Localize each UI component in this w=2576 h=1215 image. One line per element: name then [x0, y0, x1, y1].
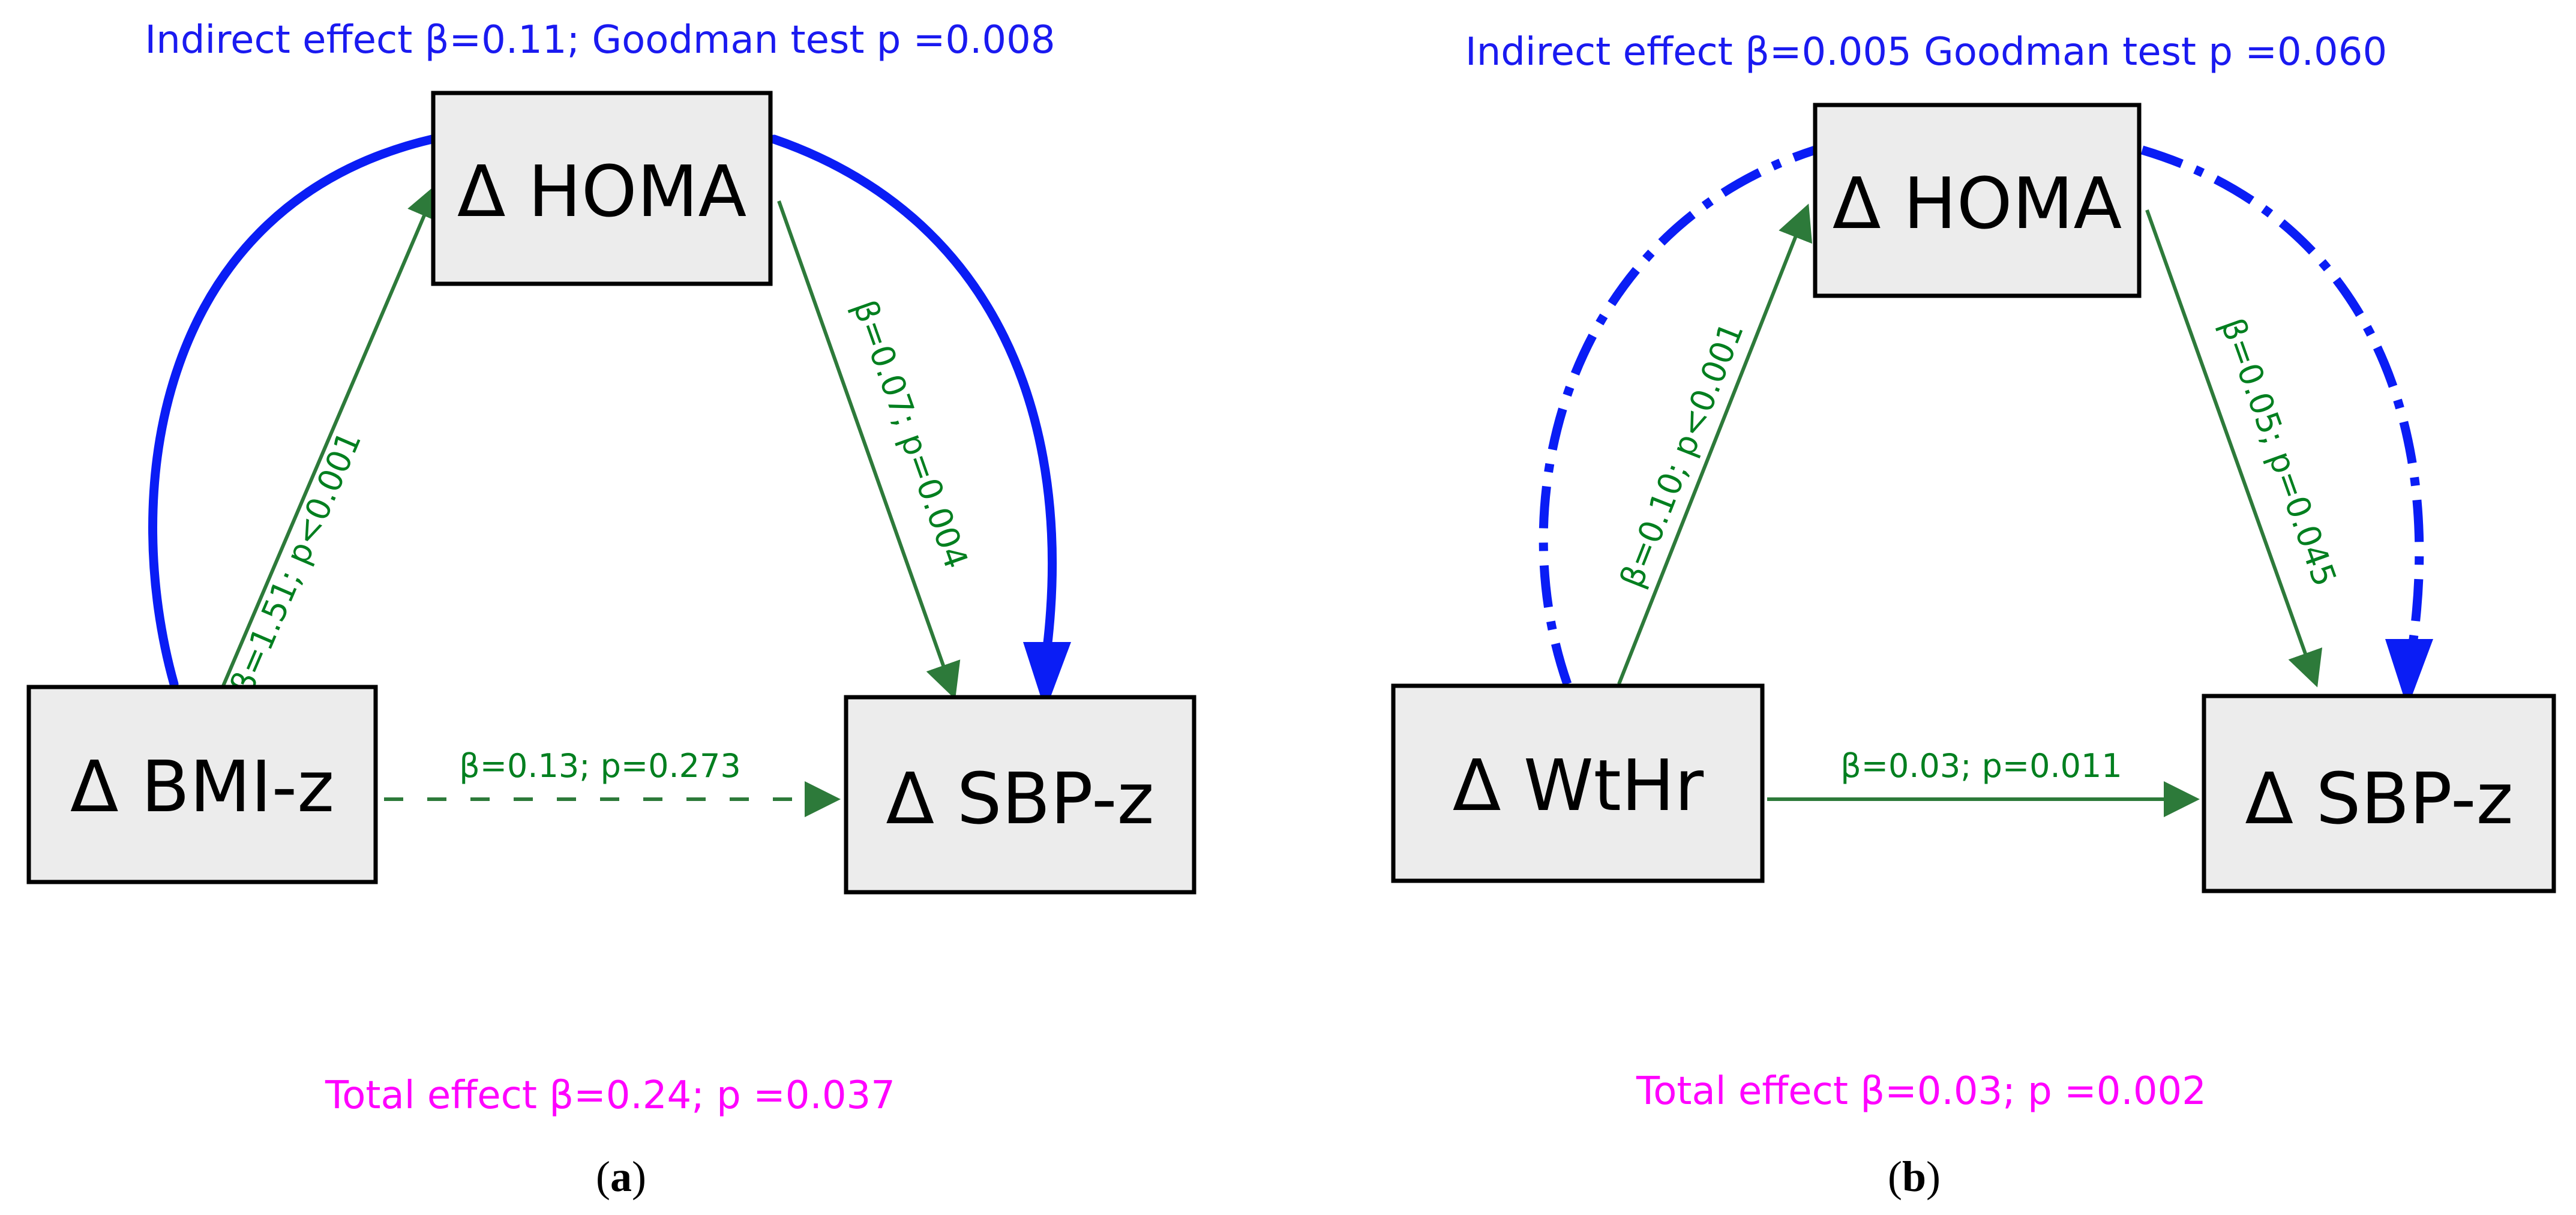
panel-a-mediation-arrowhead [1023, 642, 1071, 711]
panel-a-node-mediator: Δ HOMA [431, 91, 773, 286]
panel-b-path-b-arrow [2145, 209, 2323, 688]
panel-b-mediation-arc-left [1539, 145, 1817, 686]
panel-a-node-outcome: Δ SBP-z [844, 695, 1196, 895]
panel-b-node-outcome-label: Δ SBP-z [2245, 757, 2513, 840]
panel-a-indirect-effect-label: Indirect effect β=0.11; Goodman test p =… [145, 18, 1055, 62]
panel-b-direct-path-label: β=0.03; p=0.011 [1840, 747, 2122, 785]
panel-a-direct-path-label: β=0.13; p=0.273 [459, 747, 740, 785]
panel-b-total-effect-label: Total effect β=0.03; p =0.002 [1636, 1069, 2206, 1114]
panel-a-node-outcome-label: Δ SBP-z [886, 757, 1154, 840]
panel-a-letter: (a) [596, 1153, 646, 1201]
panel-b-mediation-arc-right [2140, 145, 2424, 649]
panel-a-path-b-label: β=0.07; p=0.004 [845, 295, 975, 574]
panel-b-node-outcome: Δ SBP-z [2202, 694, 2556, 893]
panel-b-path-a-label: β=0.10; p<0.001 [1612, 317, 1751, 593]
panel-b-mediation-arrowhead [2385, 639, 2433, 708]
panel-a-node-exposure: Δ BMI-z [26, 685, 378, 884]
panel-b-path-a-arrow [1617, 203, 1813, 685]
panel-b-node-exposure-label: Δ WtHr [1453, 744, 1704, 827]
panel-b-node-exposure: Δ WtHr [1391, 683, 1765, 883]
panel-a-mediation-arc-left [148, 134, 437, 689]
panel-b-node-mediator: Δ HOMA [1813, 103, 2142, 298]
panel-b-letter: (b) [1888, 1153, 1941, 1201]
panel-a-path-b-arrow [777, 200, 961, 700]
panel-a-node-exposure-label: Δ BMI-z [70, 745, 334, 828]
panel-a-node-mediator-label: Δ HOMA [457, 150, 746, 233]
panel-a-total-effect-label: Total effect β=0.24; p =0.037 [325, 1073, 895, 1118]
panel-a-mediation-arc-right [769, 134, 1057, 653]
panel-a: Indirect effect β=0.11; Goodman test p =… [26, 18, 1196, 1201]
panel-b: Indirect effect β=0.005 Goodman test p =… [1391, 30, 2556, 1201]
panel-a-path-a-arrow [221, 182, 441, 687]
panel-b-indirect-effect-label: Indirect effect β=0.005 Goodman test p =… [1465, 30, 2387, 74]
panel-b-node-mediator-label: Δ HOMA [1833, 162, 2122, 245]
panel-a-path-a-label: β=1.51; p<0.001 [223, 426, 369, 700]
